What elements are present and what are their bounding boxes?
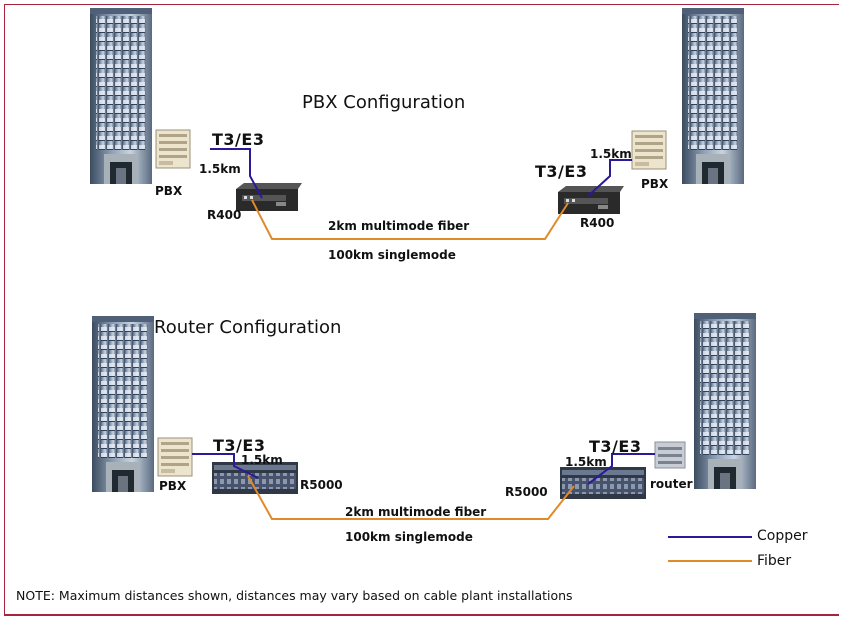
right-pbx-label: PBX [641,177,669,191]
right-router-label: router [650,477,693,491]
copper-line [587,159,632,197]
fiber-multimode-label: 2km multimode fiber [328,219,470,233]
fiber-singlemode-label: 100km singlemode [345,530,473,544]
copper-line [587,453,655,485]
fiber-line [251,199,569,240]
router-config-title: Router Configuration [154,317,342,338]
legend-copper-label: Copper [757,528,808,544]
fiber-singlemode-label: 100km singlemode [328,248,456,262]
left-pbx-label: PBX [155,184,183,198]
left-interface-label: T3/E3 [213,436,266,455]
right-interface-label: T3/E3 [589,437,642,456]
r400-converter-icon [236,183,302,211]
pbx-device-icon [631,130,667,170]
building-icon [682,8,744,184]
diagram-frame-bottom [4,614,839,616]
pbx-device-icon [157,437,193,477]
fiber-line [247,475,575,520]
copper-line [192,453,259,479]
right-copper-distance: 1.5km [590,147,632,161]
left-pbx-label: PBX [159,479,187,493]
r400-converter-icon [558,186,624,214]
router-device-icon [654,441,686,469]
right-r400-label: R400 [580,216,615,230]
building-icon [92,316,154,492]
fiber-multimode-label: 2km multimode fiber [345,505,487,519]
right-r5000-label: R5000 [505,485,548,499]
building-icon [694,313,756,489]
left-interface-label: T3/E3 [212,130,265,149]
left-copper-distance: 1.5km [199,162,241,176]
footnote: NOTE: Maximum distances shown, distances… [16,588,573,603]
diagram-frame [4,4,839,616]
left-copper-distance: 1.5km [241,453,283,467]
building-icon [90,8,152,184]
pbx-device-icon [155,129,191,169]
right-interface-label: T3/E3 [535,162,588,181]
left-r5000-label: R5000 [300,478,343,492]
left-r400-label: R400 [207,208,242,222]
pbx-config-title: PBX Configuration [302,92,466,113]
copper-line [210,148,263,199]
legend-fiber-label: Fiber [757,553,792,569]
right-copper-distance: 1.5km [565,455,607,469]
